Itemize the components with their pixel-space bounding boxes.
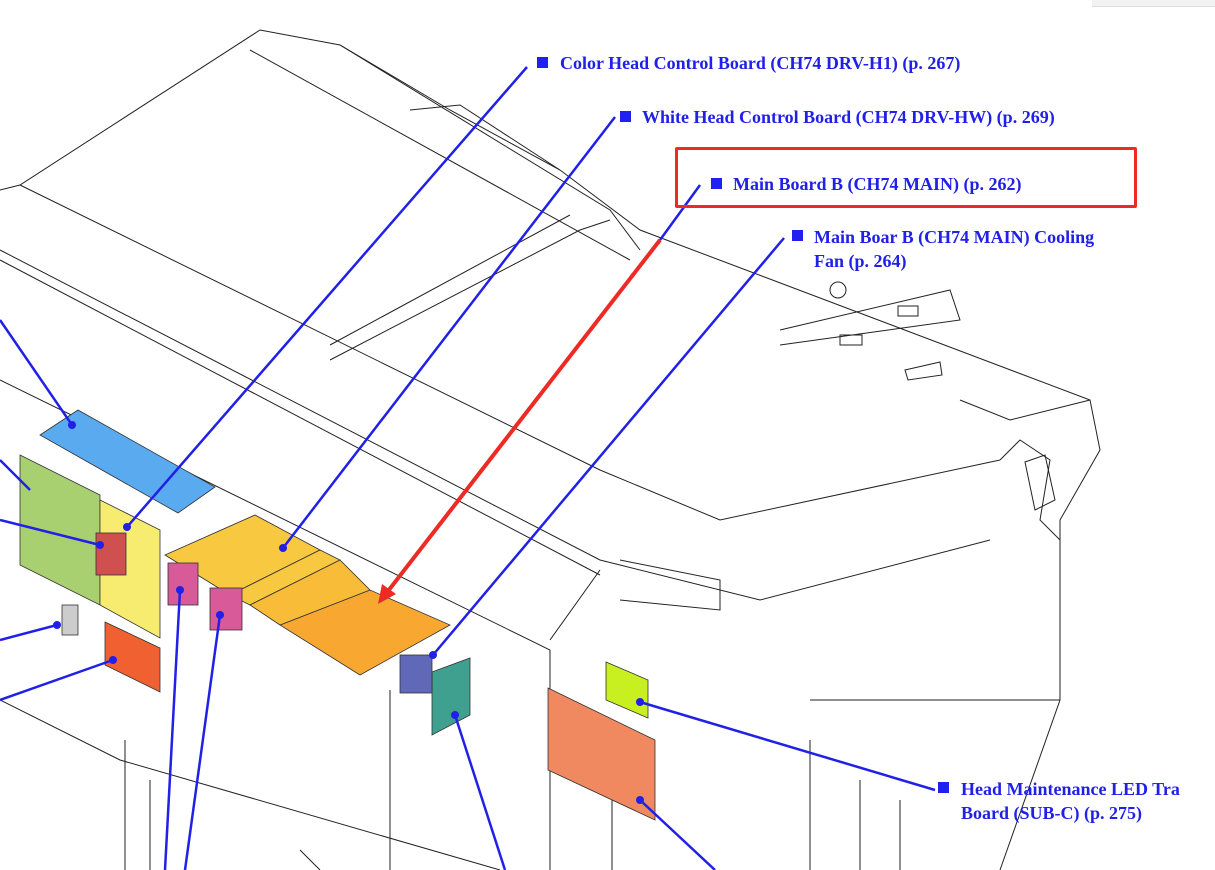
connector-red — [95, 532, 127, 576]
callout-color-head-control-board[interactable]: Color Head Control Board (CH74 DRV-H1) (… — [560, 53, 961, 73]
callout-head-maintenance-led-line2[interactable]: Board (SUB-C) (p. 275) — [961, 803, 1143, 823]
board-teal — [431, 657, 471, 736]
highlight-arrow — [378, 238, 662, 604]
callout-main-board-cooling-fan-line1[interactable]: Main Boar B (CH74 MAIN) Cooling — [814, 227, 1095, 247]
leader-lines — [0, 66, 936, 870]
callout-white-head-control-board[interactable]: White Head Control Board (CH74 DRV-HW) (… — [642, 107, 1055, 127]
arrowheads — [53, 421, 644, 804]
callout-head-maintenance-led-line1[interactable]: Head Maintenance LED Tra — [961, 779, 1180, 799]
bullet-icon — [537, 57, 548, 68]
window-corner — [1092, 0, 1215, 7]
board-led — [605, 661, 649, 719]
highlight-box — [675, 147, 1137, 208]
board-sub-c — [547, 687, 656, 821]
bullet-icon — [711, 178, 722, 189]
board-blue — [39, 409, 216, 514]
board-main-b-upper — [249, 559, 371, 626]
connector-pink-1 — [167, 562, 199, 606]
bullet-icon — [792, 230, 803, 241]
printer-outline — [0, 29, 1101, 870]
bullet-icon — [938, 782, 949, 793]
circuit-boards — [19, 409, 656, 821]
callout-main-board-b[interactable]: Main Board B (CH74 MAIN) (p. 262) — [733, 174, 1022, 194]
callout-main-board-cooling-fan-line2[interactable]: Fan (p. 264) — [814, 251, 907, 271]
connector-pink-2 — [209, 587, 243, 631]
connector-gray — [61, 604, 79, 636]
bullet-icon — [620, 111, 631, 122]
board-green — [19, 454, 101, 606]
cooling-fan — [399, 654, 433, 694]
board-red-small — [104, 621, 161, 693]
